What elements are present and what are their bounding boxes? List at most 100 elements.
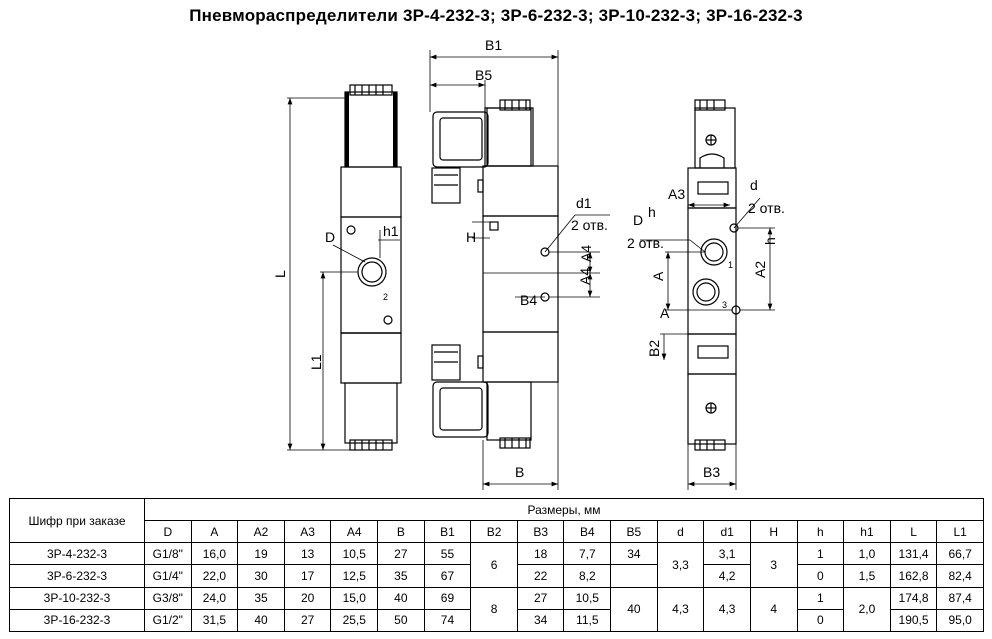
cell-b1: 55 — [423, 542, 472, 566]
label-b3: B3 — [703, 464, 720, 480]
column-header: B1 — [423, 520, 472, 544]
cell-b5-empty — [610, 564, 658, 588]
cell-d: G1/4" — [144, 564, 192, 588]
cell-a3: 20 — [283, 586, 332, 610]
label-l: L — [272, 270, 288, 278]
label-h-side: H — [466, 229, 476, 245]
port-3-label: 3 — [722, 300, 727, 310]
cell-b1: 69 — [423, 586, 472, 610]
cell-code: 3Р-6-232-3 — [9, 564, 145, 588]
column-header: B5 — [610, 520, 658, 544]
column-header: d — [656, 520, 705, 544]
cell-h: 0 — [796, 608, 845, 633]
cell-a3: 17 — [283, 564, 332, 588]
column-header: B3 — [516, 520, 565, 544]
cell-b: 35 — [377, 564, 425, 588]
column-header: B — [377, 520, 425, 544]
cell-a4: 10,5 — [330, 542, 379, 566]
cell-code: 3Р-16-232-3 — [9, 608, 145, 633]
cell-code: 3Р-4-232-3 — [9, 542, 145, 566]
label-h-end: h — [648, 204, 656, 220]
cell-a4: 25,5 — [330, 608, 379, 633]
cell-b4: 8,2 — [563, 564, 612, 588]
cell-a: 31,5 — [190, 608, 239, 633]
label-l1: L1 — [308, 354, 324, 370]
cell-h: 0 — [796, 564, 845, 588]
column-header: d1 — [703, 520, 751, 544]
label-a4-upper: A4 — [577, 268, 593, 285]
table-row: 3Р-10-232-3 G3/8" 24,0 35 20 15,0 40 69 … — [9, 586, 984, 633]
column-header: A3 — [283, 520, 332, 544]
cell-l1: 95,0 — [936, 608, 984, 633]
cell-b4: 10,5 — [563, 586, 612, 610]
cell-b5: 40 — [610, 586, 658, 633]
column-header: H — [749, 520, 798, 544]
label-a: A — [650, 271, 666, 281]
column-header: h1 — [843, 520, 891, 544]
cell-h: 1 — [796, 542, 845, 566]
cell-b: 50 — [377, 608, 425, 633]
cell-a: 22,0 — [190, 564, 239, 588]
cell-a2: 30 — [237, 564, 285, 588]
label-b2: B2 — [646, 340, 662, 357]
cell-a: 16,0 — [190, 542, 239, 566]
cell-d1: 3,1 — [703, 542, 751, 566]
cell-b3: 34 — [516, 608, 565, 633]
cell-a2: 19 — [237, 542, 285, 566]
cell-b1: 74 — [423, 608, 472, 633]
cell-b3: 18 — [516, 542, 565, 566]
label-a3: A3 — [668, 186, 685, 202]
header-code: Шифр при заказе — [9, 497, 145, 544]
cell-a4: 12,5 — [330, 564, 379, 588]
cell-h: 1 — [796, 586, 845, 610]
front-view — [287, 84, 402, 451]
table-row: 3Р-16-232-3 G1/2" 31,5 40 27 25,5 50 74 … — [9, 608, 984, 633]
label-h-right: h — [762, 237, 778, 245]
valve-technical-drawing: B1 B5 B B3 B4 B2 L L1 D h1 H d1 2 отв. A… — [272, 37, 785, 490]
cell-code: 3Р-10-232-3 — [9, 586, 145, 610]
column-header: L1 — [936, 520, 984, 544]
column-header: A2 — [237, 520, 285, 544]
cell-d1: 4,2 — [703, 564, 751, 588]
column-header: A4 — [330, 520, 379, 544]
cell-l: 162,8 — [889, 564, 938, 588]
cell-d: G1/2" — [144, 608, 192, 633]
label-a4-lower: A4 — [578, 245, 594, 262]
cell-l1: 82,4 — [936, 564, 984, 588]
label-b5: B5 — [475, 67, 492, 83]
side-view — [429, 50, 610, 490]
cell-l1: 87,4 — [936, 586, 984, 610]
column-header: L — [889, 520, 938, 544]
column-header: D — [144, 520, 192, 544]
cell-d1: 4,3 — [703, 586, 751, 633]
table-row: 3Р-6-232-3 G1/4" 22,0 30 17 12,5 35 67 2… — [9, 564, 984, 588]
cell-b5: 34 — [610, 542, 658, 566]
port-2-label: 2 — [383, 292, 388, 302]
end-view — [640, 99, 775, 490]
cell-b4: 11,5 — [563, 608, 612, 633]
cell-a: 24,0 — [190, 586, 239, 610]
cell-b3: 27 — [516, 586, 565, 610]
cell-b: 40 — [377, 586, 425, 610]
cell-d-small: 3,3 — [656, 542, 705, 588]
cell-b: 27 — [377, 542, 425, 566]
label-two-holes-end-top: 2 отв. — [748, 200, 785, 216]
label-two-holes-side: 2 отв. — [571, 217, 608, 233]
cell-h-big: 3 — [749, 542, 798, 588]
cell-l: 190,5 — [889, 608, 938, 633]
column-header: B2 — [470, 520, 518, 544]
cell-a2: 35 — [237, 586, 285, 610]
label-h1: h1 — [383, 223, 399, 239]
cell-a2: 40 — [237, 608, 285, 633]
cell-b2: 6 — [470, 542, 518, 588]
cell-b3: 22 — [516, 564, 565, 588]
port-1-label: 1 — [728, 260, 733, 270]
page-title: Пневмораспределители 3Р-4-232-3; 3Р-6-23… — [189, 6, 803, 25]
cell-l1: 66,7 — [936, 542, 984, 566]
cell-d: G1/8" — [144, 542, 192, 566]
cell-h-big: 4 — [749, 586, 798, 633]
cell-h1: 1,0 — [843, 542, 891, 566]
column-header: B4 — [563, 520, 612, 544]
